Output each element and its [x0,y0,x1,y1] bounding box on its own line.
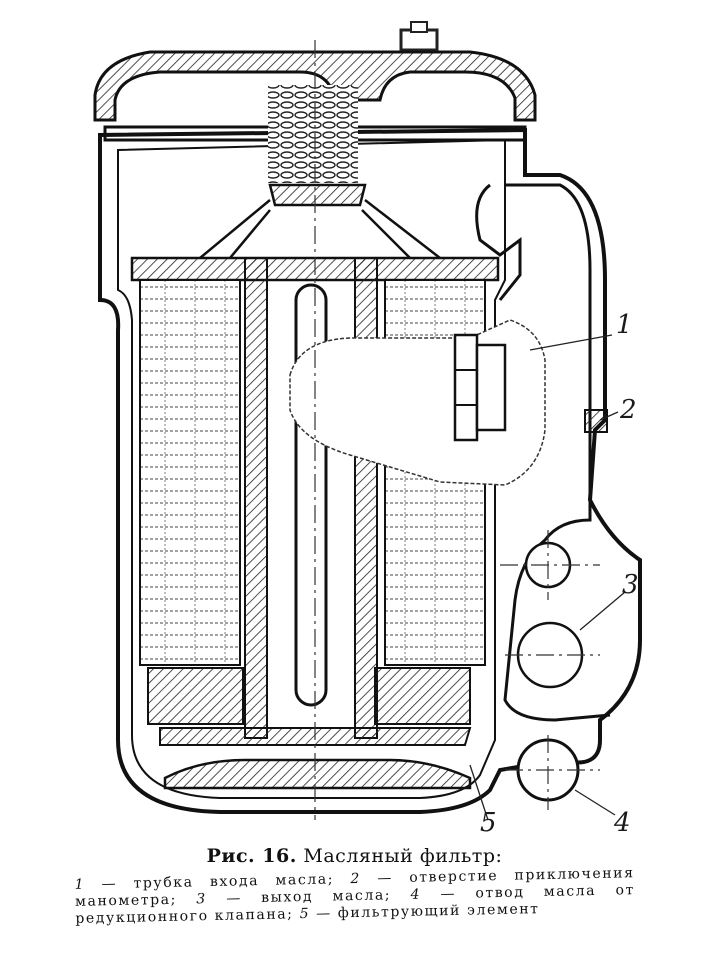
legend-num-5: 5 [298,905,310,923]
filter-cap [93,50,537,122]
cap-nut [399,21,439,52]
callout-2: 2 [620,395,637,425]
legend-num-3: 3 [195,891,207,908]
support-struts [199,199,441,259]
callout-3: 3 [622,570,639,600]
channel-boss [475,183,522,301]
center-lines [314,40,600,820]
spring-seat [268,183,367,207]
oil-filter-drawing [93,21,642,821]
bottom-plate [163,758,472,790]
center-tube-wall-left [244,257,268,739]
center-tube-wall-right [354,257,378,739]
callout-4: 4 [614,808,631,838]
legend-num-1: 1 [74,876,85,893]
caption-legend: 1 — трубка входа масла; 2 — отверстие пр… [74,865,635,928]
leader-lines [469,334,626,821]
oil-channel [503,183,611,722]
caption-label: Рис. 16. [206,845,297,867]
legend-num-2: 2 [349,870,361,888]
caption-title: Рис. 16. Масляный фильтр: [0,845,709,867]
manometer-port [584,409,608,433]
legend-text-5: — фильтрующий элемент [315,901,540,922]
callout-5: 5 [480,808,497,838]
felt-rings-left [147,667,244,725]
inlet-nut [453,333,507,442]
inlet-tube-cutaway [289,319,546,486]
filter-pack-left [139,279,241,666]
caption-title-text: Масляный фильтр: [303,845,503,867]
figure-caption: Рис. 16. Масляный фильтр: 1 — трубка вхо… [0,845,709,927]
callout-1: 1 [616,310,633,340]
spring [268,85,358,183]
legend-num-4: 4 [409,886,421,903]
felt-rings-right [374,667,471,725]
filter-housing [98,127,642,814]
